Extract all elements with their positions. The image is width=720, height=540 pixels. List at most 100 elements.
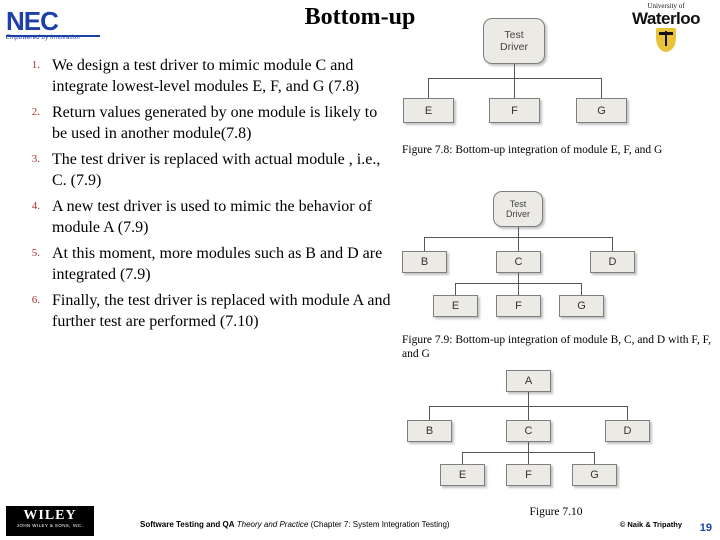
node-label: E bbox=[458, 469, 467, 481]
node-label-line1: Test bbox=[504, 29, 524, 41]
wiley-logo-text: WILEY bbox=[23, 508, 77, 523]
edge-to-c bbox=[528, 406, 529, 420]
list-item-number: 5. bbox=[31, 247, 40, 259]
list-item-number: 4. bbox=[31, 200, 40, 212]
edge-driver-down bbox=[518, 227, 519, 237]
node-label: F bbox=[525, 469, 532, 481]
node-label: D bbox=[608, 256, 617, 268]
nec-logo-bar bbox=[6, 35, 100, 37]
node-label: G bbox=[597, 104, 606, 117]
node-label: A bbox=[524, 375, 533, 387]
node-label: G bbox=[577, 300, 586, 312]
bullet-list: 1. We design a test driver to mimic modu… bbox=[10, 55, 395, 337]
node-label: F bbox=[515, 300, 522, 312]
waterloo-logo: University of Waterloo bbox=[620, 2, 712, 52]
edge-to-d bbox=[627, 406, 628, 420]
node-f: F bbox=[496, 295, 541, 317]
edge-a-down bbox=[528, 392, 529, 406]
edge-c-down bbox=[528, 442, 529, 452]
list-item-text: Finally, the test driver is replaced wit… bbox=[52, 292, 391, 330]
figure-7-10-diagram: A B C D E F G bbox=[398, 368, 714, 503]
list-item: 4. A new test driver is used to mimic th… bbox=[10, 196, 395, 238]
node-f: F bbox=[489, 98, 540, 123]
node-label: B bbox=[425, 425, 434, 437]
edge-to-g bbox=[601, 78, 602, 98]
footer-citation: Software Testing and QA Theory and Pract… bbox=[140, 520, 450, 529]
node-f: F bbox=[506, 464, 551, 486]
list-item-number: 1. bbox=[31, 59, 40, 71]
page-number: 19 bbox=[699, 522, 712, 534]
edge-to-e bbox=[428, 78, 429, 98]
edge-driver-down bbox=[514, 64, 515, 78]
node-label: G bbox=[590, 469, 599, 481]
edge-to-c bbox=[518, 237, 519, 251]
edge-to-f bbox=[514, 78, 515, 98]
node-label: F bbox=[511, 104, 518, 117]
node-label-line2: Driver bbox=[506, 209, 530, 219]
node-label: C bbox=[524, 425, 533, 437]
figure-7-9-caption: Figure 7.9: Bottom-up integration of mod… bbox=[402, 334, 711, 360]
node-label: E bbox=[424, 104, 433, 117]
list-item: 1. We design a test driver to mimic modu… bbox=[10, 55, 395, 97]
footer-chapter: (Chapter 7: System Integration Testing) bbox=[308, 520, 450, 529]
list-item-number: 2. bbox=[31, 106, 40, 118]
nec-logo: NEC Empowered by Innovation bbox=[6, 8, 102, 44]
edge-to-f bbox=[528, 452, 529, 464]
nec-logo-text: NEC bbox=[6, 6, 59, 36]
list-item-text: Return values generated by one module is… bbox=[52, 104, 378, 142]
node-label: D bbox=[623, 425, 632, 437]
edge-to-d bbox=[612, 237, 613, 251]
list-item-text: A new test driver is used to mimic the b… bbox=[52, 198, 372, 236]
footer-book-subtitle: Theory and Practice bbox=[234, 520, 309, 529]
waterloo-shield-icon bbox=[656, 28, 676, 52]
edge-to-e bbox=[462, 452, 463, 464]
node-g: G bbox=[559, 295, 604, 317]
figure-7-9-diagram: Test Driver B C D E F G bbox=[398, 185, 714, 325]
wiley-logo: WILEY JOHN WILEY & SONS, INC. bbox=[6, 506, 94, 536]
list-item-number: 6. bbox=[31, 294, 40, 306]
page-title: Bottom-up bbox=[304, 4, 416, 30]
node-test-driver: Test Driver bbox=[493, 191, 543, 227]
edge-to-g bbox=[594, 452, 595, 464]
node-label: C bbox=[514, 256, 523, 268]
node-d: D bbox=[605, 420, 650, 442]
node-test-driver: Test Driver bbox=[483, 18, 545, 64]
waterloo-logo-text: Waterloo bbox=[631, 9, 701, 28]
list-item-number: 3. bbox=[31, 153, 40, 165]
edge-to-g bbox=[581, 283, 582, 295]
edge-to-b bbox=[429, 406, 430, 420]
node-b: B bbox=[402, 251, 447, 273]
list-item-text: The test driver is replaced with actual … bbox=[52, 151, 381, 189]
list-item: 6. Finally, the test driver is replaced … bbox=[10, 290, 395, 332]
node-e: E bbox=[440, 464, 485, 486]
footer-book-title: Software Testing and QA bbox=[140, 520, 235, 529]
edge-to-f bbox=[518, 283, 519, 295]
wiley-logo-sub: JOHN WILEY & SONS, INC. bbox=[16, 523, 84, 528]
edge-c-down bbox=[518, 273, 519, 283]
edge-to-e bbox=[455, 283, 456, 295]
list-item: 3. The test driver is replaced with actu… bbox=[10, 149, 395, 191]
list-item: 2. Return values generated by one module… bbox=[10, 102, 395, 144]
list-item-text: At this moment, more modules such as B a… bbox=[52, 245, 383, 283]
figure-7-8-diagram: Test Driver E F G bbox=[398, 8, 714, 133]
waterloo-logo-small-text: University of bbox=[647, 2, 685, 10]
node-b: B bbox=[407, 420, 452, 442]
edge-to-b bbox=[424, 237, 425, 251]
node-g: G bbox=[572, 464, 617, 486]
node-c: C bbox=[496, 251, 541, 273]
node-c: C bbox=[506, 420, 551, 442]
nec-logo-tagline: Empowered by Innovation bbox=[6, 35, 80, 41]
node-e: E bbox=[403, 98, 454, 123]
figure-7-10-caption: Figure 7.10 bbox=[529, 506, 583, 518]
node-e: E bbox=[433, 295, 478, 317]
node-d: D bbox=[590, 251, 635, 273]
node-label-line1: Test bbox=[509, 199, 527, 209]
node-label: E bbox=[451, 300, 460, 312]
node-label: B bbox=[420, 256, 429, 268]
footer-copyright: © Naik & Tripathy bbox=[619, 520, 682, 529]
node-g: G bbox=[576, 98, 627, 123]
figure-7-8-caption: Figure 7.8: Bottom-up integration of mod… bbox=[402, 144, 663, 156]
node-a: A bbox=[506, 370, 551, 392]
list-item: 5. At this moment, more modules such as … bbox=[10, 243, 395, 285]
